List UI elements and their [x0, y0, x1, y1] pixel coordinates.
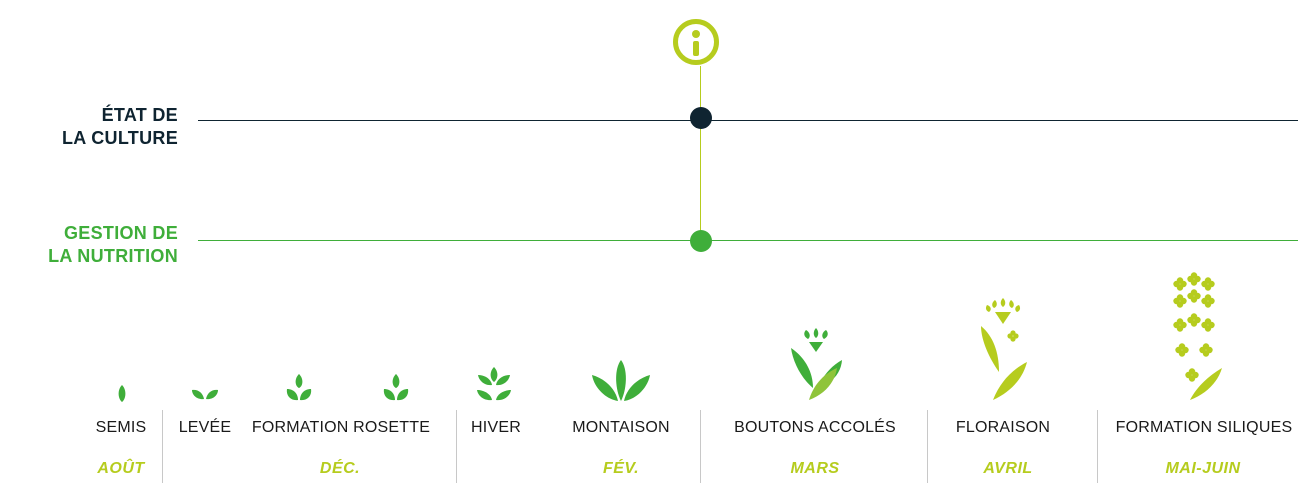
crop-state-line	[198, 120, 1298, 121]
stage-boutons-accoles: BOUTONS ACCOLÉS	[734, 419, 896, 436]
crop-state-marker[interactable]	[690, 107, 712, 129]
rosette-formation-icon-2	[383, 374, 409, 401]
separator	[700, 410, 701, 483]
info-icon-dot	[692, 30, 700, 38]
stage-floraison: FLORAISON	[955, 419, 1051, 436]
flower-buds-icon	[791, 328, 842, 400]
stage-formation-siliques: FORMATION SILIQUES	[1115, 419, 1293, 436]
bolting-icon	[592, 360, 650, 401]
nutrition-line	[198, 240, 1298, 241]
emergence-icon	[192, 389, 218, 400]
crop-state-label: ÉTAT DE LA CULTURE	[62, 105, 178, 148]
rosette-formation-icon-1	[286, 374, 312, 401]
separator	[927, 410, 928, 483]
month-aout: AOÛT	[97, 460, 145, 477]
stage-semis: SEMIS	[95, 419, 147, 436]
stage-montaison: MONTAISON	[572, 419, 670, 436]
month-mai-juin: MAI-JUIN	[1165, 460, 1241, 477]
nutrition-label: GESTION DE LA NUTRITION	[48, 223, 178, 266]
stage-formation-rosette: FORMATION ROSETTE	[251, 419, 431, 436]
flowering-icon	[981, 298, 1027, 400]
month-dec: DÉC.	[319, 460, 361, 477]
separator	[1097, 410, 1098, 483]
separator	[456, 410, 457, 483]
month-avril: AVRIL	[983, 460, 1033, 477]
stage-hiver: HIVER	[471, 419, 521, 436]
month-fev: FÉV.	[602, 460, 640, 477]
seed-icon	[118, 385, 126, 402]
info-icon[interactable]	[673, 19, 719, 65]
month-mars: MARS	[790, 460, 840, 477]
info-icon-bar	[693, 41, 699, 56]
nutrition-marker[interactable]	[690, 230, 712, 252]
separator	[162, 410, 163, 483]
info-connector-line	[700, 66, 701, 242]
siliques-formation-icon	[1173, 272, 1222, 400]
stage-levee: LEVÉE	[178, 419, 232, 436]
winter-icon	[477, 367, 511, 401]
